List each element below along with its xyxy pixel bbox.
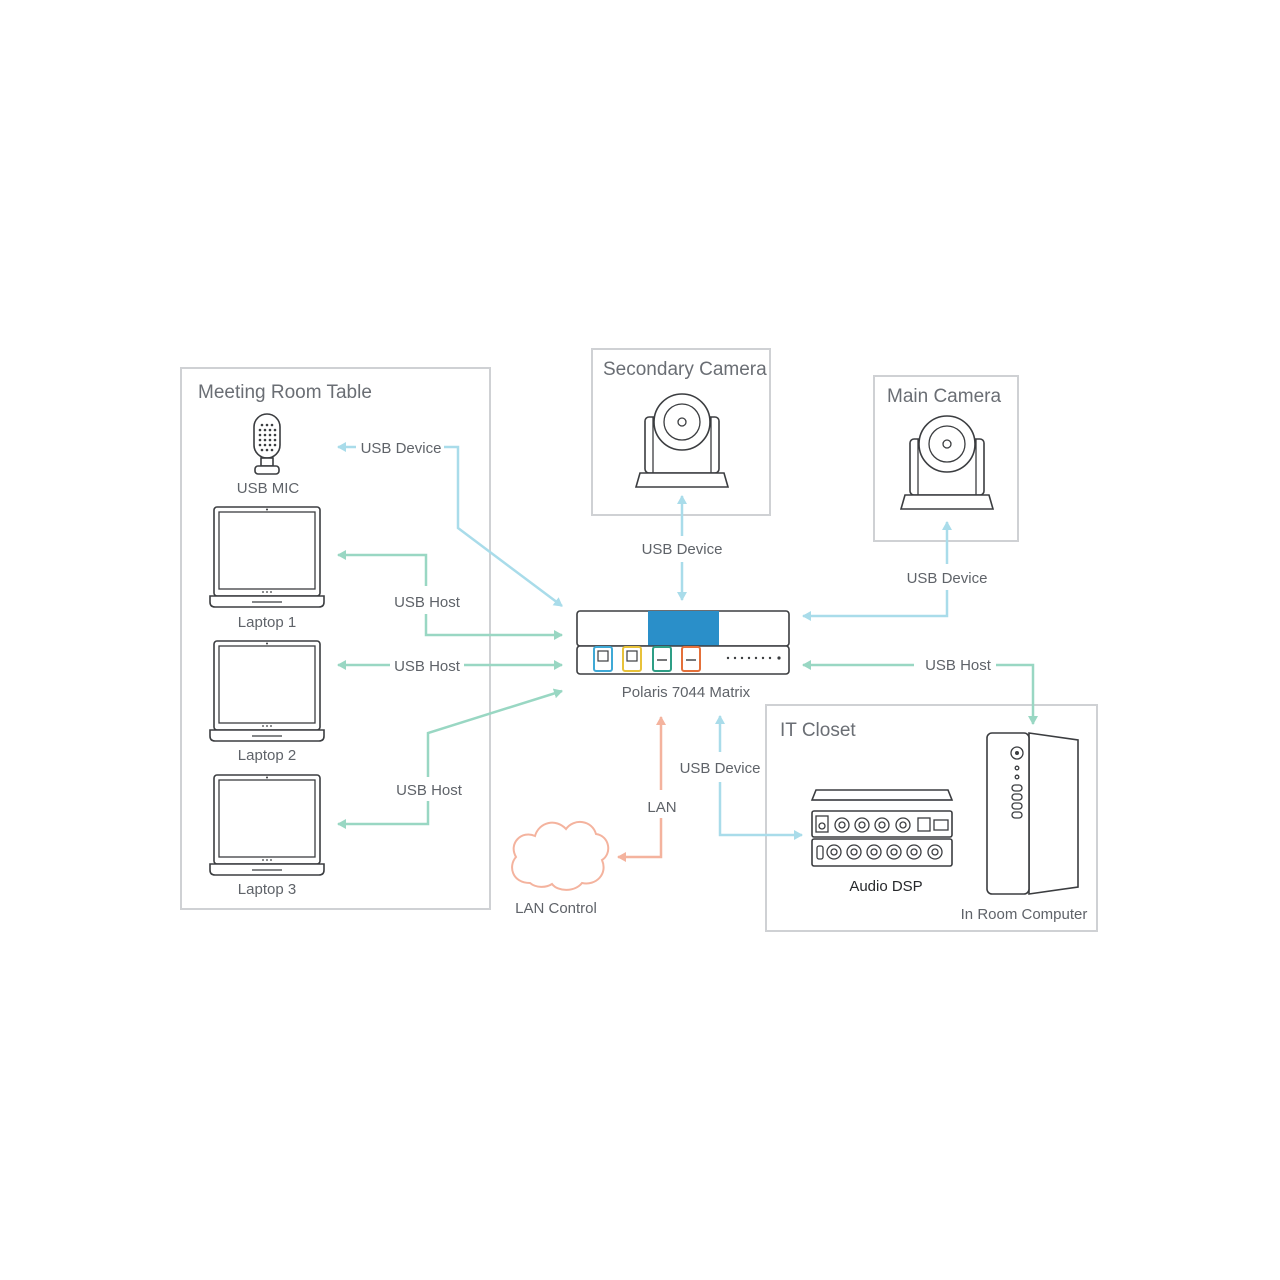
laptop-1-label: Laptop 1 xyxy=(238,614,296,631)
it-closet-box xyxy=(765,704,1098,932)
room-computer-connection-label: USB Host xyxy=(925,657,992,674)
laptop-3-label: Laptop 3 xyxy=(238,881,296,898)
meeting-room-title: Meeting Room Table xyxy=(198,382,372,403)
laptop-2-connection: USB Host xyxy=(337,658,563,675)
laptop-3-connection-label: USB Host xyxy=(396,782,463,799)
matrix-accent-panel xyxy=(648,611,719,646)
room-computer-label: In Room Computer xyxy=(961,906,1088,923)
main-camera-connection-label: USB Device xyxy=(907,570,988,587)
laptop-2-connection-label: USB Host xyxy=(394,658,461,675)
mic-connection-label: USB Device xyxy=(361,440,442,457)
audio-dsp-label: Audio DSP xyxy=(849,878,922,895)
laptop-icon xyxy=(209,506,325,608)
usb-matrix-switch-icon xyxy=(576,610,790,675)
microphone-icon xyxy=(253,413,281,475)
main-camera-title: Main Camera xyxy=(887,386,1001,407)
ptz-camera-icon xyxy=(634,393,730,488)
laptop-3-connection: USB Host xyxy=(337,688,563,829)
audio-dsp-icon xyxy=(810,789,954,867)
secondary-camera-title: Secondary Camera xyxy=(603,359,767,380)
secondary-camera-connection-label: USB Device xyxy=(642,541,723,558)
lan-connection-label: LAN xyxy=(647,799,676,816)
laptop-1-connection: USB Host xyxy=(337,550,563,640)
audio-dsp-connection: USB Device xyxy=(680,715,803,840)
ptz-camera-icon xyxy=(899,415,995,510)
laptop-icon xyxy=(209,640,325,742)
mic-connection: USB Device xyxy=(337,440,563,607)
laptop-1-connection-label: USB Host xyxy=(394,594,461,611)
usb-mic-label: USB MIC xyxy=(237,480,300,497)
audio-dsp-connection-label: USB Device xyxy=(680,760,761,777)
cloud-icon xyxy=(511,821,610,891)
laptop-2-label: Laptop 2 xyxy=(238,747,296,764)
matrix-label: Polaris 7044 Matrix xyxy=(622,684,751,701)
tower-computer-icon xyxy=(986,732,1079,895)
lan-connection: LAN xyxy=(617,716,677,862)
secondary-camera-connection: USB Device xyxy=(642,495,723,601)
room-computer-connection: USB Host xyxy=(802,657,1038,725)
laptop-icon xyxy=(209,774,325,876)
meeting-room-box xyxy=(180,367,491,910)
it-closet-title: IT Closet xyxy=(780,720,856,741)
main-camera-connection: USB Device xyxy=(802,521,988,621)
lan-control-label: LAN Control xyxy=(515,900,597,917)
